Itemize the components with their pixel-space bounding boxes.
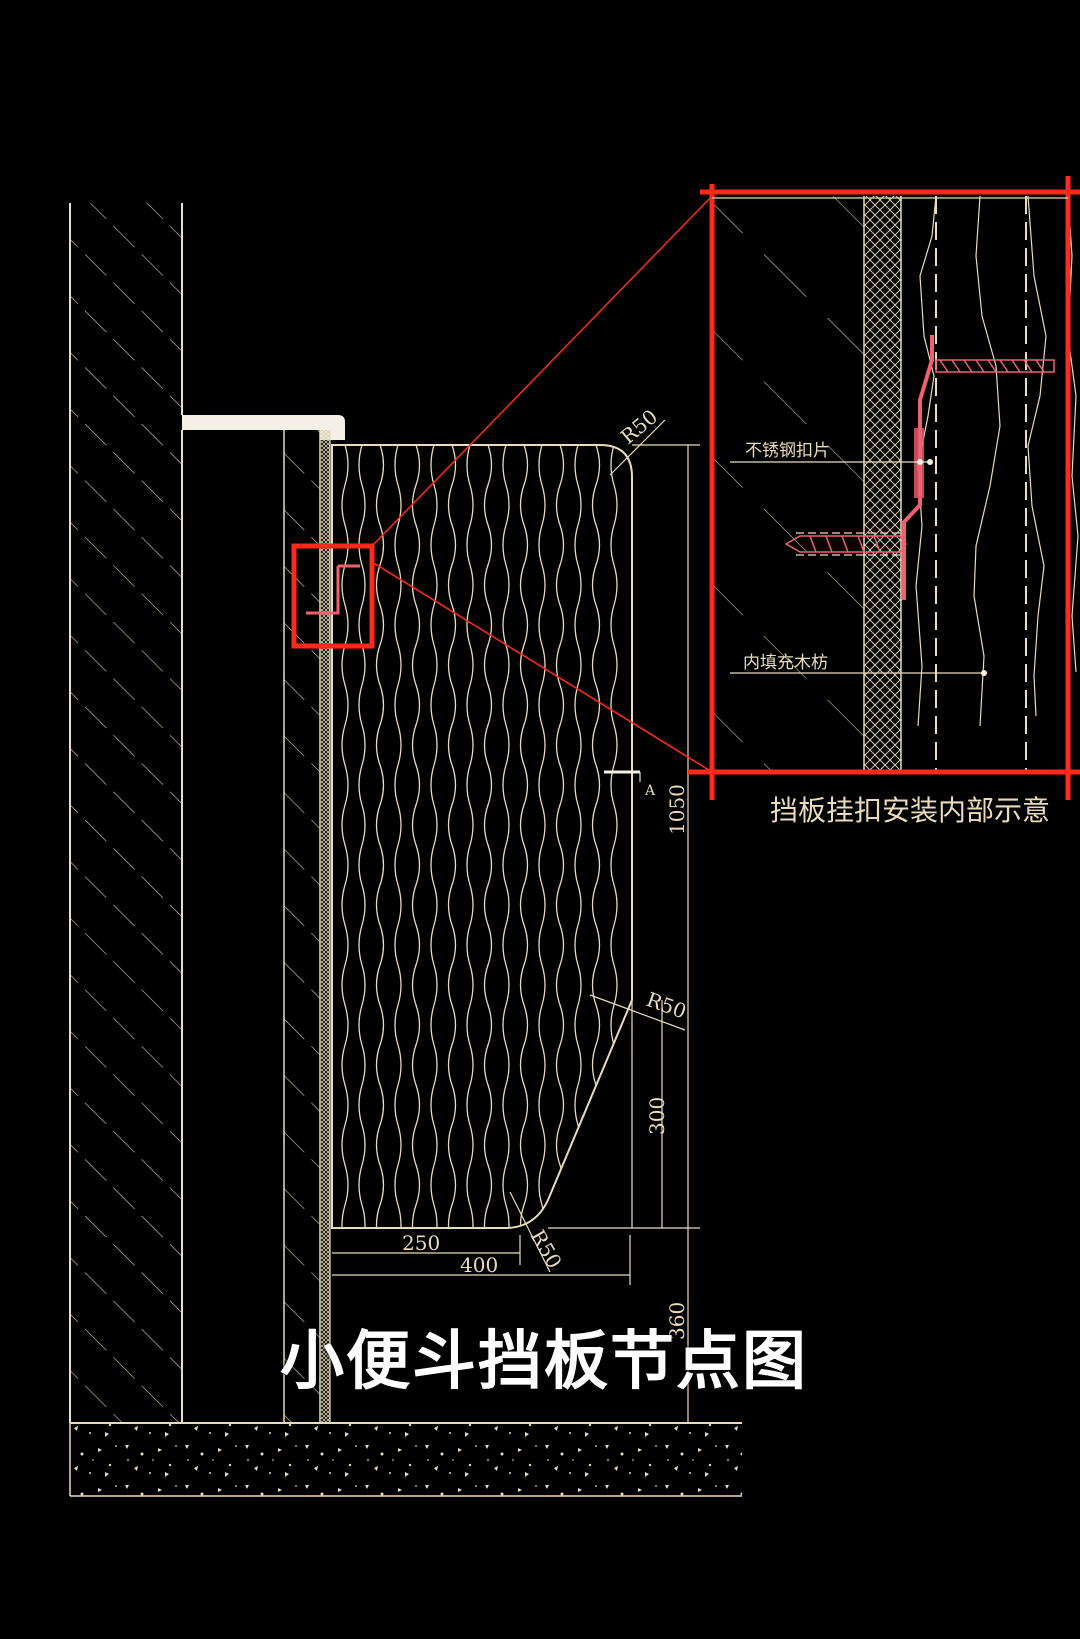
dimension-text: R50 R50 R50 1050 300 360 250 400	[402, 404, 690, 1340]
main-wall	[69, 203, 183, 1423]
floor-clearance-label: 360	[665, 1302, 689, 1340]
partition-wall	[283, 430, 331, 1423]
callout-leaders	[371, 195, 713, 773]
page-title: 小便斗挡板节点图	[280, 1325, 808, 1399]
width-total-label: 400	[460, 1253, 498, 1277]
radius-mid-label: R50	[643, 987, 689, 1023]
width-bottom-label: 250	[402, 1231, 440, 1255]
dimension-lines	[330, 419, 742, 1424]
wood-fill-label: 内填充木枋	[743, 653, 828, 673]
callout-box	[291, 543, 375, 649]
section-label: A	[644, 783, 656, 799]
section-marker-a: A	[604, 770, 656, 799]
radius-bottom-label: R50	[526, 1226, 567, 1273]
detail-view: 不锈钢扣片 内填充木枋 挡板挂扣安装内部示意	[688, 176, 1080, 827]
height-upper-label: 1050	[665, 784, 689, 835]
stainless-clip-label: 不锈钢扣片	[745, 441, 830, 461]
radius-top-label: R50	[616, 404, 662, 448]
top-ledge	[182, 415, 345, 440]
floor-slab	[69, 1422, 742, 1497]
partition-panel	[331, 444, 633, 1229]
height-lower-label: 300	[645, 1097, 669, 1135]
detail-caption: 挡板挂扣安装内部示意	[770, 794, 1050, 827]
